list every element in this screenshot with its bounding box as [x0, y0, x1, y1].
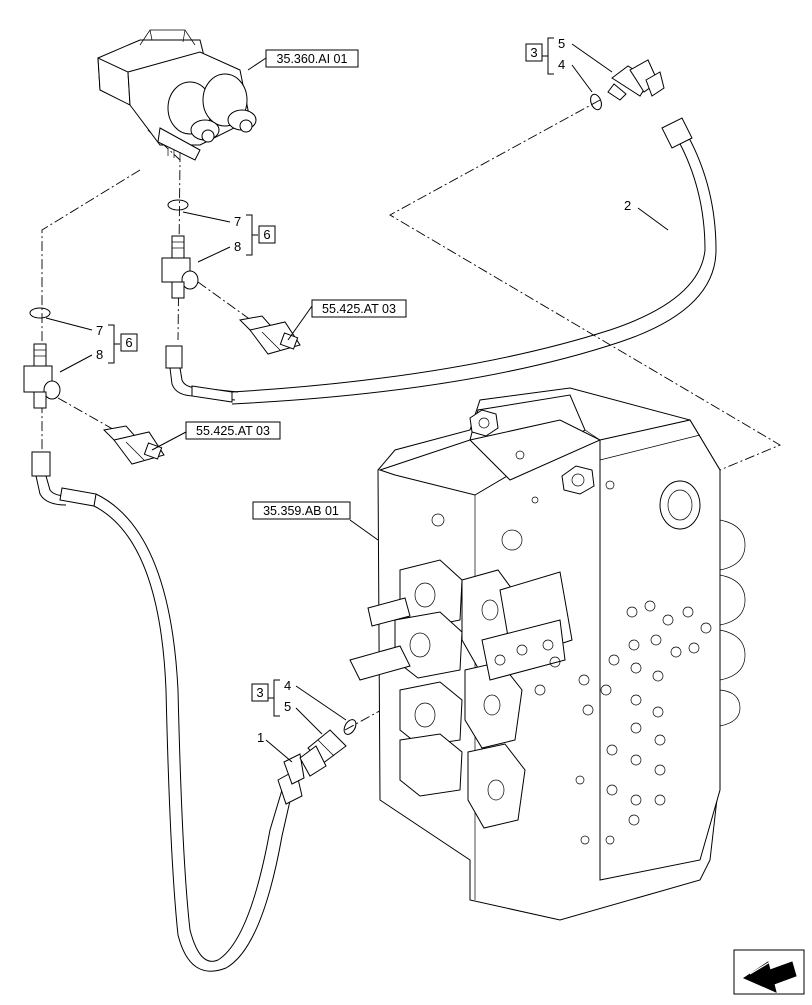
hose-upper[interactable]: [165, 117, 717, 405]
callout-8-upper: 8: [234, 239, 241, 254]
pressure-sensor-lower[interactable]: [102, 425, 165, 465]
callout-5-top: 5: [558, 36, 565, 51]
ref-pressure-sensor-upper[interactable]: 55.425.AT 03: [287, 299, 407, 341]
o-ring-top[interactable]: [589, 93, 604, 111]
arrow-navigation-icon[interactable]: [733, 949, 805, 995]
callout-7-lower: 7: [96, 323, 103, 338]
ref-control-valve-label: 35.359.AB 01: [263, 504, 339, 518]
o-ring-bottom[interactable]: [342, 718, 359, 737]
callout-3-top: 3: [530, 45, 537, 60]
solenoid-valve-group[interactable]: [97, 29, 257, 161]
callout-2: 2: [624, 198, 631, 213]
callout-hose-lower: 1: [257, 730, 293, 763]
callout-tee-lower: 7 8 6: [45, 317, 138, 373]
ref-valve-group-label: 35.360.AI 01: [277, 52, 348, 66]
callout-7-upper: 7: [234, 214, 241, 229]
callout-6-lower: 6: [125, 335, 132, 350]
main-control-valve[interactable]: [349, 387, 746, 921]
callout-4-bottom: 4: [284, 678, 291, 693]
ref-control-valve[interactable]: 35.359.AB 01: [252, 501, 379, 541]
elbow-fitting-top[interactable]: [607, 59, 665, 101]
callout-tee-upper: 7 8 6: [182, 211, 276, 263]
straight-fitting-bottom[interactable]: [299, 729, 347, 777]
callout-3-bottom: 3: [256, 685, 263, 700]
callout-kit-bottom: 4 5 3: [251, 678, 347, 735]
tee-fitting-lower[interactable]: [23, 343, 61, 409]
ref-pressure-sensor-upper-label: 55.425.AT 03: [322, 302, 396, 316]
tee-fitting-upper[interactable]: [161, 235, 199, 299]
ref-pressure-sensor-lower[interactable]: 55.425.AT 03: [151, 421, 281, 451]
o-ring-lower-tee[interactable]: [29, 307, 51, 319]
ref-pressure-sensor-lower-label: 55.425.AT 03: [196, 424, 270, 438]
hose-lower[interactable]: [31, 451, 305, 972]
callout-hose-upper: 2: [624, 198, 669, 231]
o-ring-upper-tee[interactable]: [167, 199, 189, 211]
ref-valve-group[interactable]: 35.360.AI 01: [247, 49, 359, 71]
valve-bolt-array: [534, 600, 712, 845]
callout-1: 1: [257, 730, 264, 745]
callout-8-lower: 8: [96, 347, 103, 362]
callout-kit-top: 5 4 3: [525, 36, 613, 93]
callout-5-bottom: 5: [284, 699, 291, 714]
callout-4-top: 4: [558, 57, 565, 72]
pressure-sensor-upper[interactable]: [238, 315, 301, 355]
callout-6-upper: 6: [263, 227, 270, 242]
